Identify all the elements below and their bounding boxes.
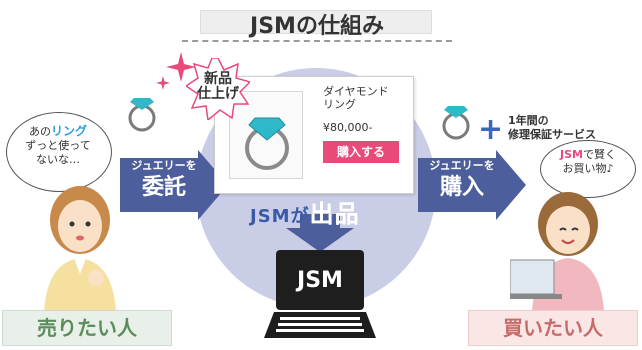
- guarantee-line2: 修理保証サービス: [508, 127, 596, 141]
- seller-speech-pre: あの: [28, 125, 51, 138]
- new-badge-line1: 新品: [204, 71, 232, 87]
- seller-speech-line3: ないな…: [36, 152, 80, 166]
- buy-button[interactable]: 購入する: [323, 141, 399, 163]
- sparkle-small-icon: [156, 76, 170, 90]
- laptop-keyboard-icon: [264, 312, 376, 338]
- buyer-speech-highlight: JSM: [560, 148, 583, 161]
- plus-icon: +: [478, 112, 504, 147]
- buyer-speech-bubble: [540, 140, 636, 198]
- product-name: ダイヤモンド リング: [323, 85, 389, 111]
- product-name-line2: リング: [323, 98, 356, 112]
- buyer-label: 買いたい人: [468, 310, 638, 346]
- buyer-speech-line2: お買い物♪: [562, 161, 614, 175]
- buyer-speech-text: JSMで賢く お買い物♪: [548, 148, 628, 176]
- new-badge-line2: 仕上げ: [197, 86, 239, 103]
- seller-speech-line1: あのリング: [16, 124, 100, 139]
- product-card: ダイヤモンド リング ¥80,000- 購入する: [214, 76, 414, 194]
- title-tab: [200, 10, 432, 34]
- buyer-speech-line1: JSMで賢く: [548, 148, 628, 162]
- sparkle-icon: [166, 52, 196, 82]
- seller-speech-text: あのリング ずっと使って ないな…: [16, 124, 100, 167]
- consign-arrow-line1: ジュエリーを: [131, 159, 197, 172]
- seller-label: 売りたい人: [2, 310, 172, 346]
- purchase-arrow-line1: ジュエリーを: [429, 159, 495, 172]
- ring-icon-left: [128, 98, 156, 132]
- laptop-logo: JSM: [297, 268, 343, 293]
- new-finish-badge: 新品 仕上げ: [184, 57, 252, 122]
- seller-speech-bubble: [6, 112, 112, 192]
- title-underline: [182, 40, 452, 42]
- purchase-arrow: [418, 150, 526, 220]
- guarantee-line1: 1年間の: [508, 114, 549, 127]
- ring-icon-right: [442, 106, 470, 140]
- listing-highlight: 出品: [309, 200, 360, 228]
- page-title: JSMの仕組み: [250, 14, 384, 39]
- starburst-icon: [184, 57, 252, 122]
- consign-arrow-line2: 委託: [141, 175, 186, 200]
- buyer-speech-rest: で賢く: [582, 148, 616, 161]
- listing-prefix: JSMが: [250, 206, 310, 227]
- new-badge-text: 新品 仕上げ: [186, 71, 250, 103]
- laptop-screen: JSM: [276, 250, 364, 310]
- seller-person-illustration: [44, 186, 116, 310]
- buyer-person-illustration: [510, 192, 604, 310]
- seller-speech-line2: ずっと使って: [25, 139, 91, 152]
- diamond-ring-icon: [245, 117, 289, 170]
- listing-caption: JSMが出品: [250, 194, 360, 229]
- down-arrow: [286, 214, 354, 252]
- guarantee-text: 1年間の 修理保証サービス: [508, 114, 596, 142]
- seller-speech-highlight: リング: [50, 124, 87, 138]
- consign-arrow: [120, 150, 228, 220]
- purchase-arrow-line2: 購入: [439, 175, 484, 200]
- product-price: ¥80,000-: [323, 121, 373, 134]
- product-name-line1: ダイヤモンド: [323, 85, 389, 98]
- title-area: JSMの仕組み: [182, 6, 452, 42]
- ring-image: [229, 91, 303, 179]
